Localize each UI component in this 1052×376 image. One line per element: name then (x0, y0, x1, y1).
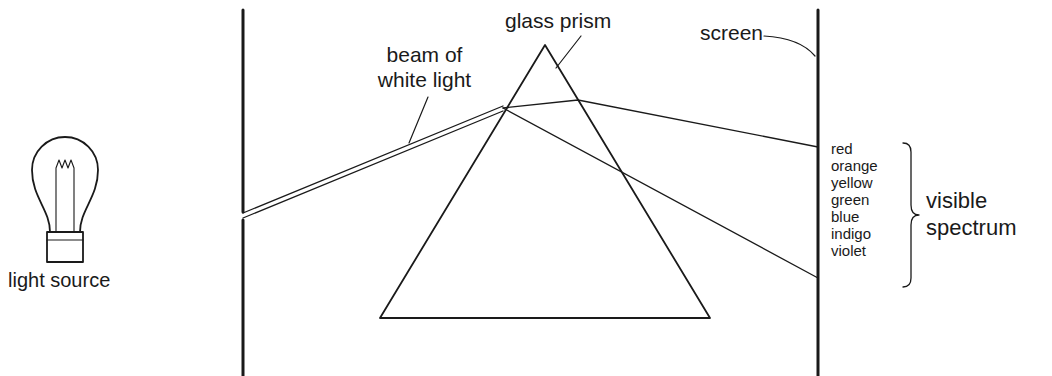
color-name: green (831, 191, 869, 208)
source-label: light source (8, 268, 110, 292)
white-beam (243, 106, 503, 213)
bulb-base (47, 239, 83, 240)
violet-ray (503, 108, 818, 278)
spectrum-label: visible spectrum (926, 187, 1044, 241)
slit-wall (242, 10, 245, 212)
color-name: violet (831, 242, 866, 259)
red-ray (503, 100, 818, 147)
screen-line (817, 10, 820, 376)
brace (903, 143, 919, 287)
bulb-base (47, 232, 83, 262)
slit-wall (242, 220, 245, 376)
leader-line (764, 36, 815, 56)
prism-label: glass prism (505, 8, 611, 33)
leader-line (556, 36, 581, 68)
beam-label: beam of white light (362, 42, 487, 92)
color-name: indigo (831, 225, 871, 242)
bulb-filament (56, 160, 74, 232)
color-name: yellow (831, 174, 873, 191)
screen-label: screen (700, 20, 763, 45)
white-beam (243, 111, 503, 218)
leader-line (409, 97, 428, 143)
color-name: orange (831, 157, 878, 174)
bulb-glass (32, 137, 98, 232)
color-name: blue (831, 208, 859, 225)
color-name: red (831, 140, 853, 157)
